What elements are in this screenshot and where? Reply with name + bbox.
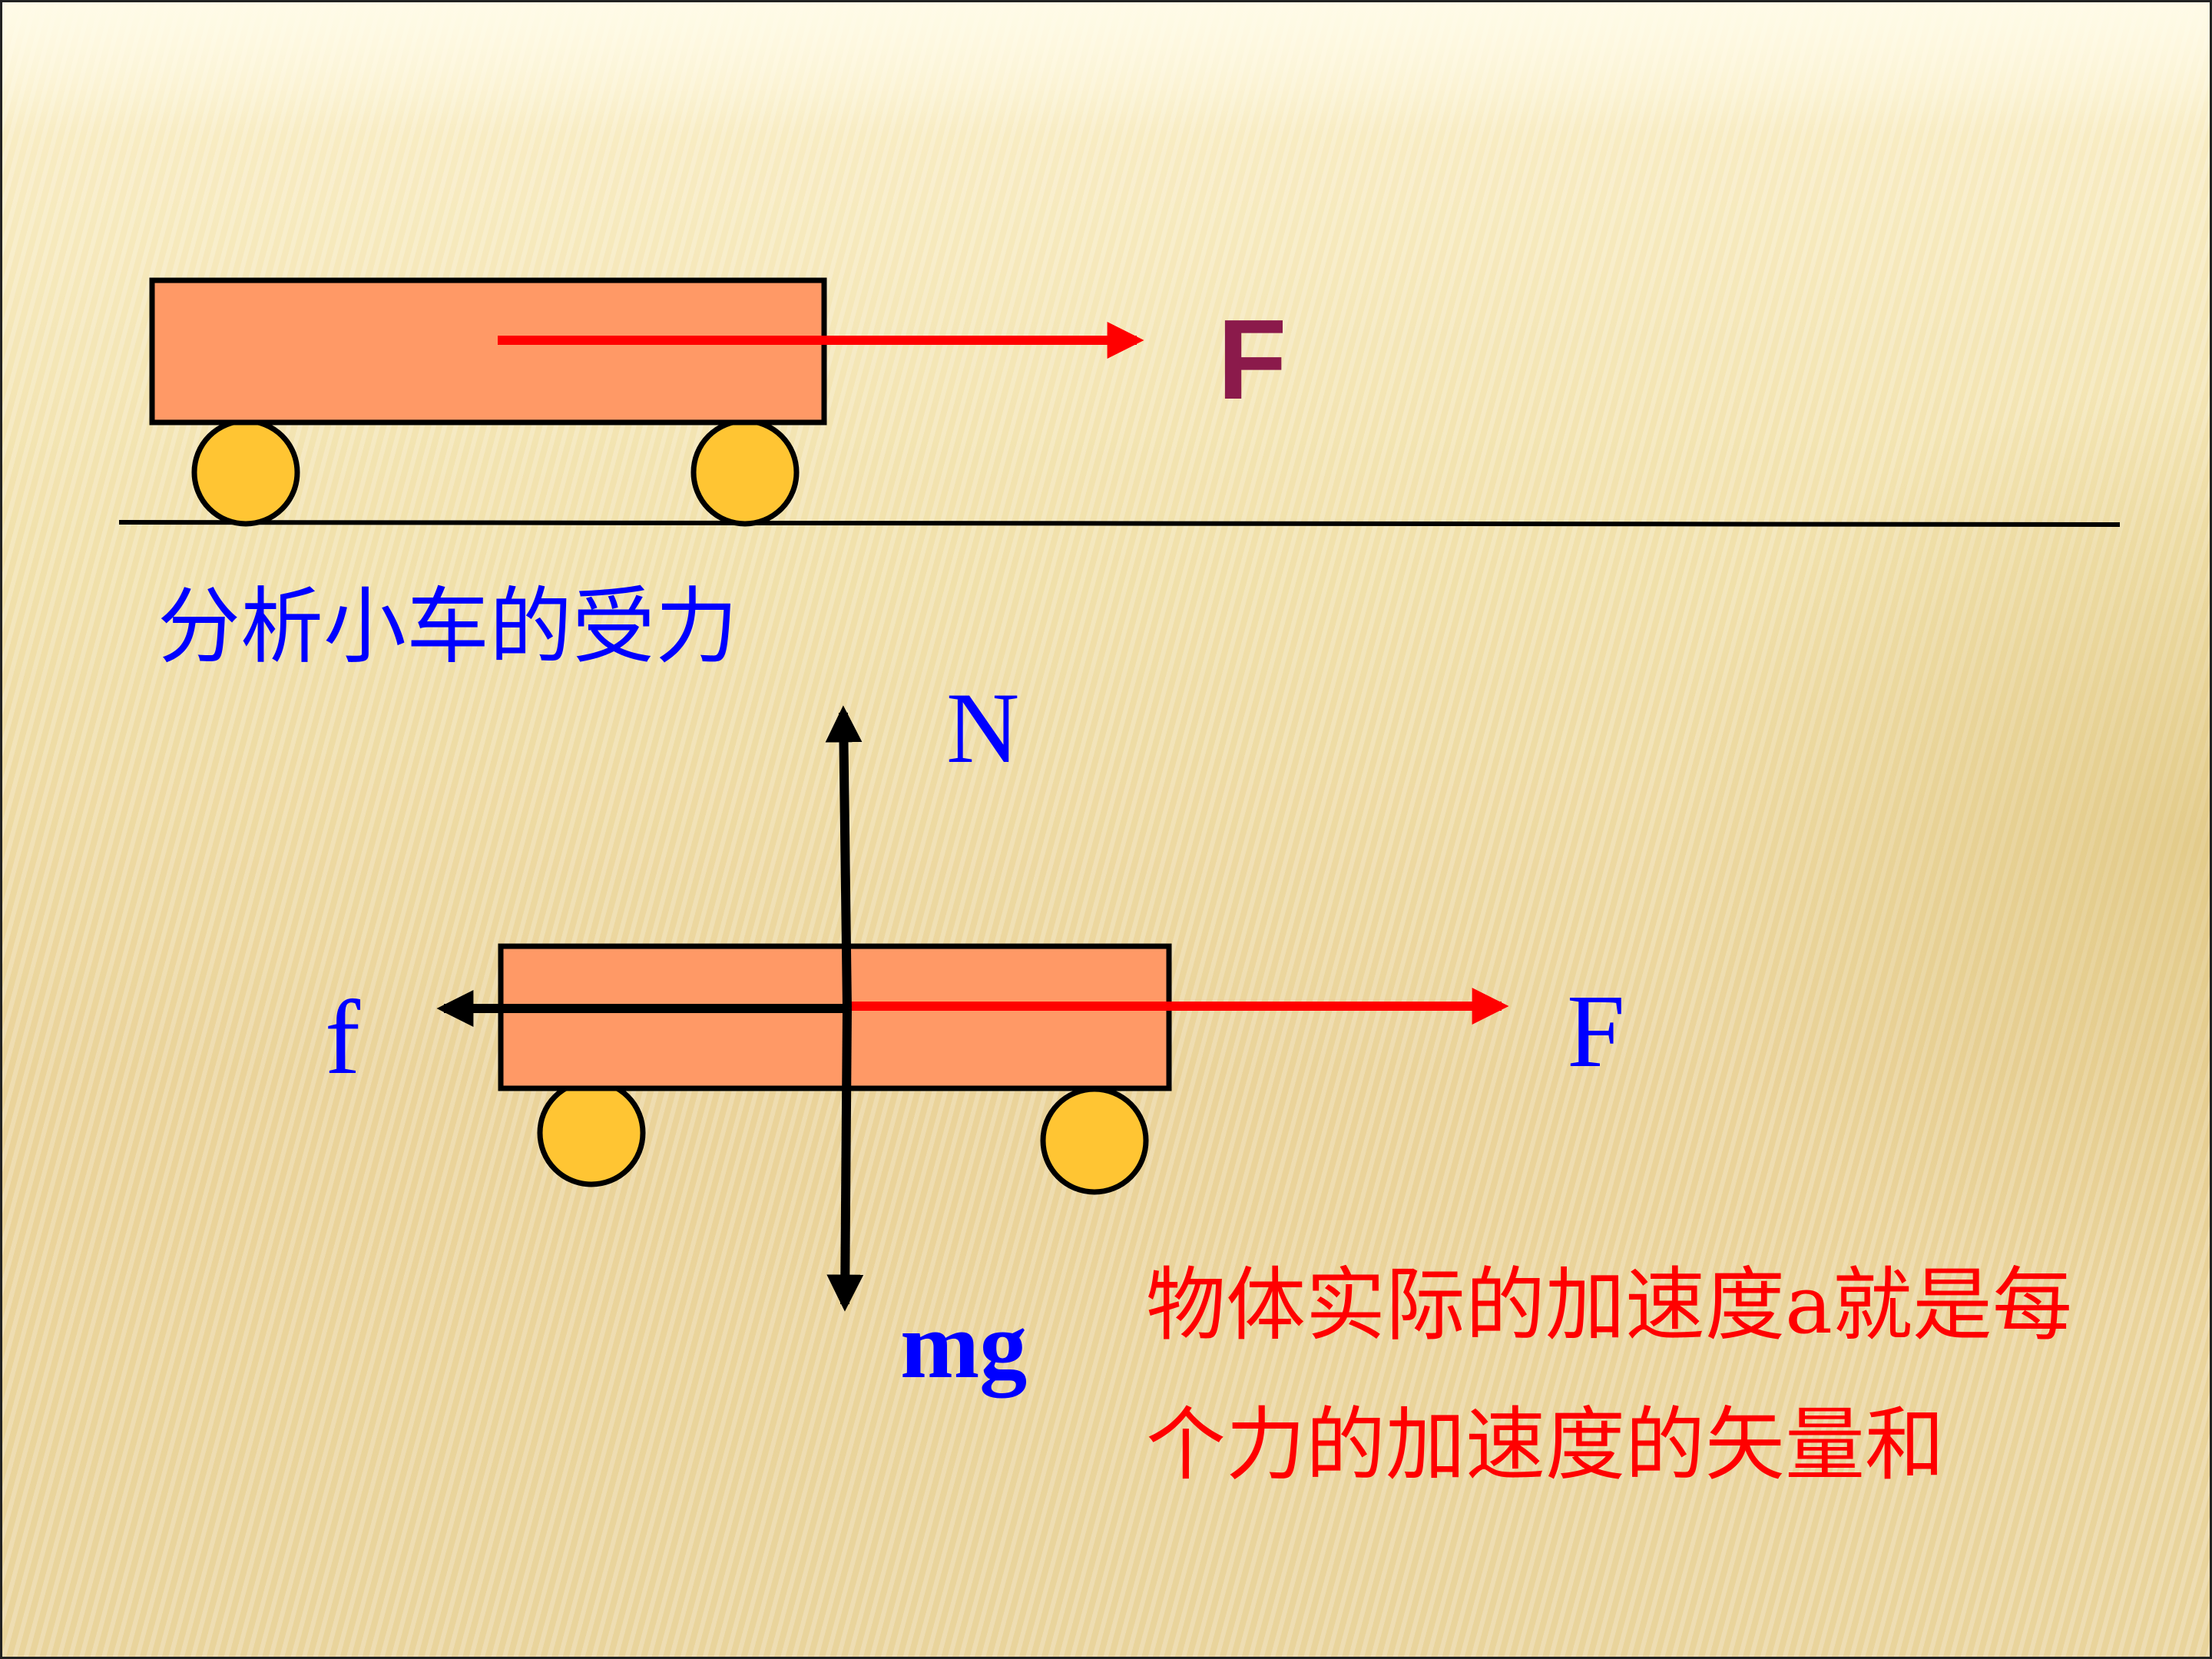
top-cart-body — [149, 277, 827, 426]
applied-force-label: F — [1567, 974, 1625, 1089]
weight-force-arrow — [826, 1008, 864, 1312]
ground-line — [118, 520, 2121, 527]
background-top-fade — [0, 0, 2212, 138]
weight-force-label: mg — [900, 1293, 1028, 1398]
friction-force-label: f — [325, 979, 360, 1096]
fbd-cart-body — [498, 943, 1172, 1091]
caption-analyze-forces: 分析小车的受力 — [157, 579, 739, 675]
conclusion-line-2: 个力的加速度的矢量和 — [1146, 1398, 1945, 1492]
normal-force-label: N — [946, 671, 1020, 784]
top-force-label: F — [1217, 296, 1287, 423]
conclusion-line-1: 物体实际的加速度a就是每 — [1146, 1258, 2073, 1352]
normal-force-arrow — [825, 705, 863, 1009]
top-cart — [149, 277, 1144, 527]
fbd-cart — [436, 705, 1509, 1312]
